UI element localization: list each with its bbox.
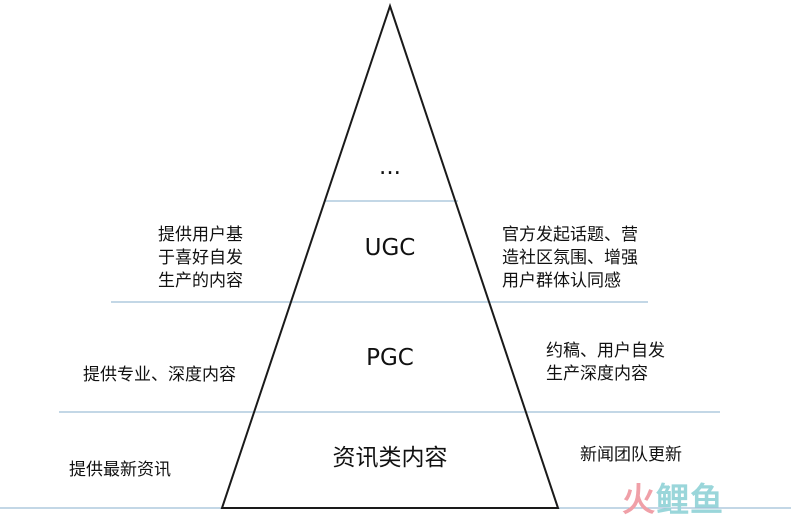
ugc-left-line-1: 提供用户基 [158, 225, 243, 245]
watermark-logo: 火鲤鱼 [622, 473, 724, 518]
news-right-annotation: 新闻团队更新 [580, 445, 682, 465]
watermark-part-1: 火 [622, 480, 656, 518]
tier-label-top: ... [379, 154, 401, 180]
ugc-right-line-1: 官方发起话题、营 [502, 225, 638, 245]
ugc-left-annotation: 提供用户基 于喜好自发 生产的内容 [158, 224, 243, 293]
watermark-part-2: 鲤鱼 [656, 480, 724, 518]
pgc-right-annotation: 约稿、用户自发 生产深度内容 [546, 340, 665, 386]
ugc-left-line-2: 于喜好自发 [158, 248, 243, 268]
ugc-right-annotation: 官方发起话题、营 造社区氛围、增强 用户群体认同感 [502, 224, 638, 293]
news-left-annotation: 提供最新资讯 [69, 460, 171, 480]
ugc-right-line-3: 用户群体认同感 [502, 271, 621, 291]
tier-label-pgc: PGC [366, 345, 414, 371]
ugc-right-line-2: 造社区氛围、增强 [502, 248, 638, 268]
pgc-left-annotation: 提供专业、深度内容 [83, 365, 236, 385]
pgc-right-line-2: 生产深度内容 [546, 364, 648, 384]
tier-label-news: 资讯类内容 [332, 445, 448, 471]
pyramid-outline [220, 2, 560, 509]
tier-label-ugc: UGC [364, 235, 416, 261]
pgc-right-line-1: 约稿、用户自发 [546, 341, 665, 361]
ugc-left-line-3: 生产的内容 [158, 271, 243, 291]
